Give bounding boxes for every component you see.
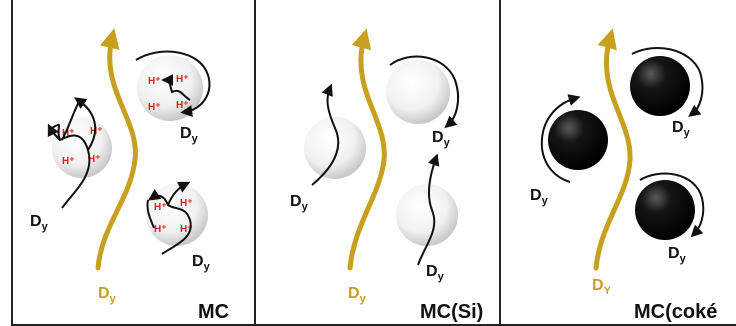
proton-label: H⁺ bbox=[180, 224, 193, 235]
panel-title: MC bbox=[198, 301, 229, 323]
flow-arrow bbox=[593, 28, 633, 271]
proton-label: H⁺ bbox=[148, 76, 161, 87]
diffusion-path bbox=[161, 74, 191, 101]
silica-particle bbox=[386, 60, 450, 124]
proton-label: H⁺ bbox=[148, 102, 161, 113]
diffusion-path bbox=[167, 181, 191, 206]
flow-label: Dy bbox=[348, 285, 367, 305]
rotation-arrow bbox=[135, 50, 211, 117]
proton-label: H⁺ bbox=[62, 156, 75, 167]
proton-label: H⁺ bbox=[90, 126, 103, 137]
proton-label: H⁺ bbox=[154, 224, 167, 235]
silica-particle bbox=[396, 184, 458, 246]
diffusion-path bbox=[417, 153, 440, 266]
proton-label: H⁺ bbox=[154, 202, 167, 213]
panel-mc-coke: Dy Dy Dy DY MC(coké bbox=[530, 28, 717, 323]
flow-arrow bbox=[347, 28, 387, 271]
diffusion-label: Dy bbox=[672, 119, 691, 139]
diffusion-path bbox=[146, 199, 155, 229]
panel-mc: H⁺ H⁺ H⁺ H⁺ H⁺ H⁺ H⁺ H⁺ H⁺ H⁺ H⁺ H⁺ Dy D… bbox=[30, 28, 229, 323]
porous-particle bbox=[52, 118, 112, 178]
flow-label: Dy bbox=[98, 285, 117, 305]
diffusion-label: Dy bbox=[192, 253, 211, 273]
rotation-arrow bbox=[540, 94, 581, 183]
proton-label: H⁺ bbox=[62, 128, 75, 139]
diffusion-path bbox=[311, 83, 340, 186]
proton-label: H⁺ bbox=[176, 74, 189, 85]
diffusion-label: Dy bbox=[30, 213, 49, 233]
panel-title: MC(coké bbox=[634, 301, 717, 323]
diffusion-label: Dy bbox=[180, 125, 199, 145]
proton-label: H⁺ bbox=[180, 198, 193, 209]
proton-label: H⁺ bbox=[88, 154, 101, 165]
rotation-arrow bbox=[631, 47, 704, 117]
diffusion-path bbox=[148, 189, 192, 255]
diffusion-label: Dy bbox=[426, 263, 445, 283]
flow-label: DY bbox=[592, 277, 612, 297]
diffusion-label: Dy bbox=[668, 245, 687, 265]
diffusion-label: Dy bbox=[432, 129, 451, 149]
diffusion-path bbox=[47, 123, 61, 141]
panel-title: MC(Si) bbox=[420, 301, 483, 323]
diffusion-label: Dy bbox=[290, 193, 309, 213]
coked-particle bbox=[635, 180, 695, 240]
coked-particle bbox=[630, 56, 690, 116]
silica-particle bbox=[304, 117, 366, 179]
rotation-arrow bbox=[389, 55, 459, 129]
panel-borders bbox=[11, 0, 736, 326]
panel-mc-si: Dy Dy Dy Dy MC(Si) bbox=[290, 28, 483, 323]
diffusion-path bbox=[74, 97, 97, 151]
diffusion-label: Dy bbox=[530, 187, 549, 207]
rotation-arrow bbox=[639, 172, 705, 238]
flow-arrow bbox=[95, 28, 138, 271]
porous-particle bbox=[146, 184, 208, 246]
coked-particle bbox=[548, 110, 608, 170]
proton-label: H⁺ bbox=[176, 100, 189, 111]
